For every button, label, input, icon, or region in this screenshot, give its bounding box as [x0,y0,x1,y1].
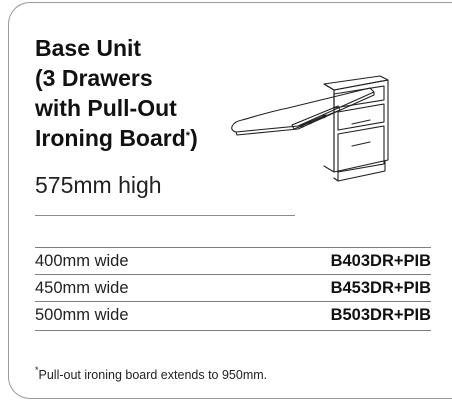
footnote: *Pull-out ironing board extends to 950mm… [35,365,268,382]
size-width: 450mm wide [35,279,129,297]
footnote-mark: * [35,365,39,375]
title-line: Base Unit [35,35,142,61]
product-height: 575mm high [35,172,162,198]
title-line-text: Ironing Board [35,125,186,151]
footnote-mark: * [185,130,191,142]
title-line-last: Ironing Board*) [35,123,235,153]
footnote-text: Pull-out ironing board extends to 950mm. [38,368,268,382]
table-top-rule [35,247,431,248]
product-title: Base Unit (3 Drawers with Pull-Out Ironi… [35,33,235,153]
table-row: 500mm wide B503DR+PIB [35,301,431,328]
size-code: B503DR+PIB [330,306,431,324]
table-row: 450mm wide B453DR+PIB [35,274,431,301]
product-card [8,2,452,399]
size-width: 400mm wide [35,252,129,270]
size-code: B403DR+PIB [330,252,431,270]
title-line: with Pull-Out [35,95,177,121]
size-width: 500mm wide [35,306,129,324]
table-bottom-rule [35,330,431,331]
size-code: B453DR+PIB [330,279,431,297]
size-table: 400mm wide B403DR+PIB 450mm wide B453DR+… [35,248,431,328]
title-close: ) [190,125,198,151]
table-row: 400mm wide B403DR+PIB [35,248,431,274]
title-line: (3 Drawers [35,65,153,91]
base-unit-ironing-board-icon [231,75,389,182]
divider [35,215,295,216]
